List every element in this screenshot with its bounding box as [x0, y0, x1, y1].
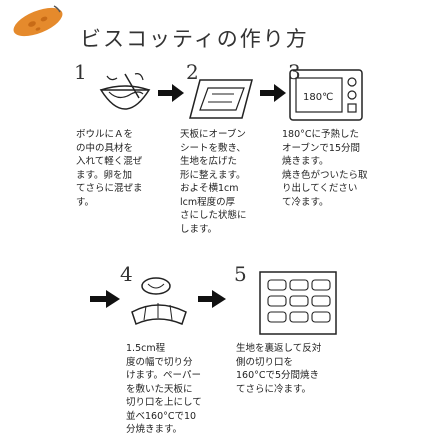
- page-title: ビスコッティの作り方: [80, 27, 309, 52]
- step-1-text: ボウルにＡを の中の具材を 入れて軽く混ぜ ます。卵を加 てさらに混ぜま す。: [76, 129, 143, 208]
- cutting-loaf-icon: [131, 277, 187, 326]
- step-2-number: 2: [186, 60, 199, 84]
- step-5-number: 5: [234, 262, 247, 286]
- arrow-right-icon: [260, 84, 286, 102]
- step-3-text: 180°Cに予熱した オーブンで15分間 焼きます。 焼き色がついたら取 り出し…: [282, 129, 368, 208]
- svg-text:180℃: 180℃: [303, 92, 333, 103]
- arrow-right-icon: [198, 290, 226, 308]
- mixing-bowl-icon: [99, 73, 151, 110]
- tray-biscotti-icon: [259, 271, 337, 335]
- oven-icon: 180℃: [289, 69, 363, 121]
- title-row: ビスコッティの作り方: [0, 0, 448, 51]
- arrow-right-icon: [158, 84, 184, 102]
- baking-tray-icon: [189, 79, 253, 119]
- step-1-number: 1: [74, 60, 87, 84]
- step-4-number: 4: [120, 262, 133, 286]
- arrow-right-icon: [90, 290, 120, 308]
- step-5-text: 生地を裏返して反対 側の切り口を 160°Cで5分間焼き てさらに冷ます。: [236, 343, 322, 395]
- almond-logo-icon: [13, 5, 63, 37]
- step-2-text: 天板にオーブン シートを敷き、 生地を広げた 形に整えます。 およそ横1cm l…: [180, 129, 247, 235]
- step-4-text: 1.5cm程 度の幅で切り分 けます。ペーパー を敷いた天板に 切り口を上にして…: [126, 343, 202, 435]
